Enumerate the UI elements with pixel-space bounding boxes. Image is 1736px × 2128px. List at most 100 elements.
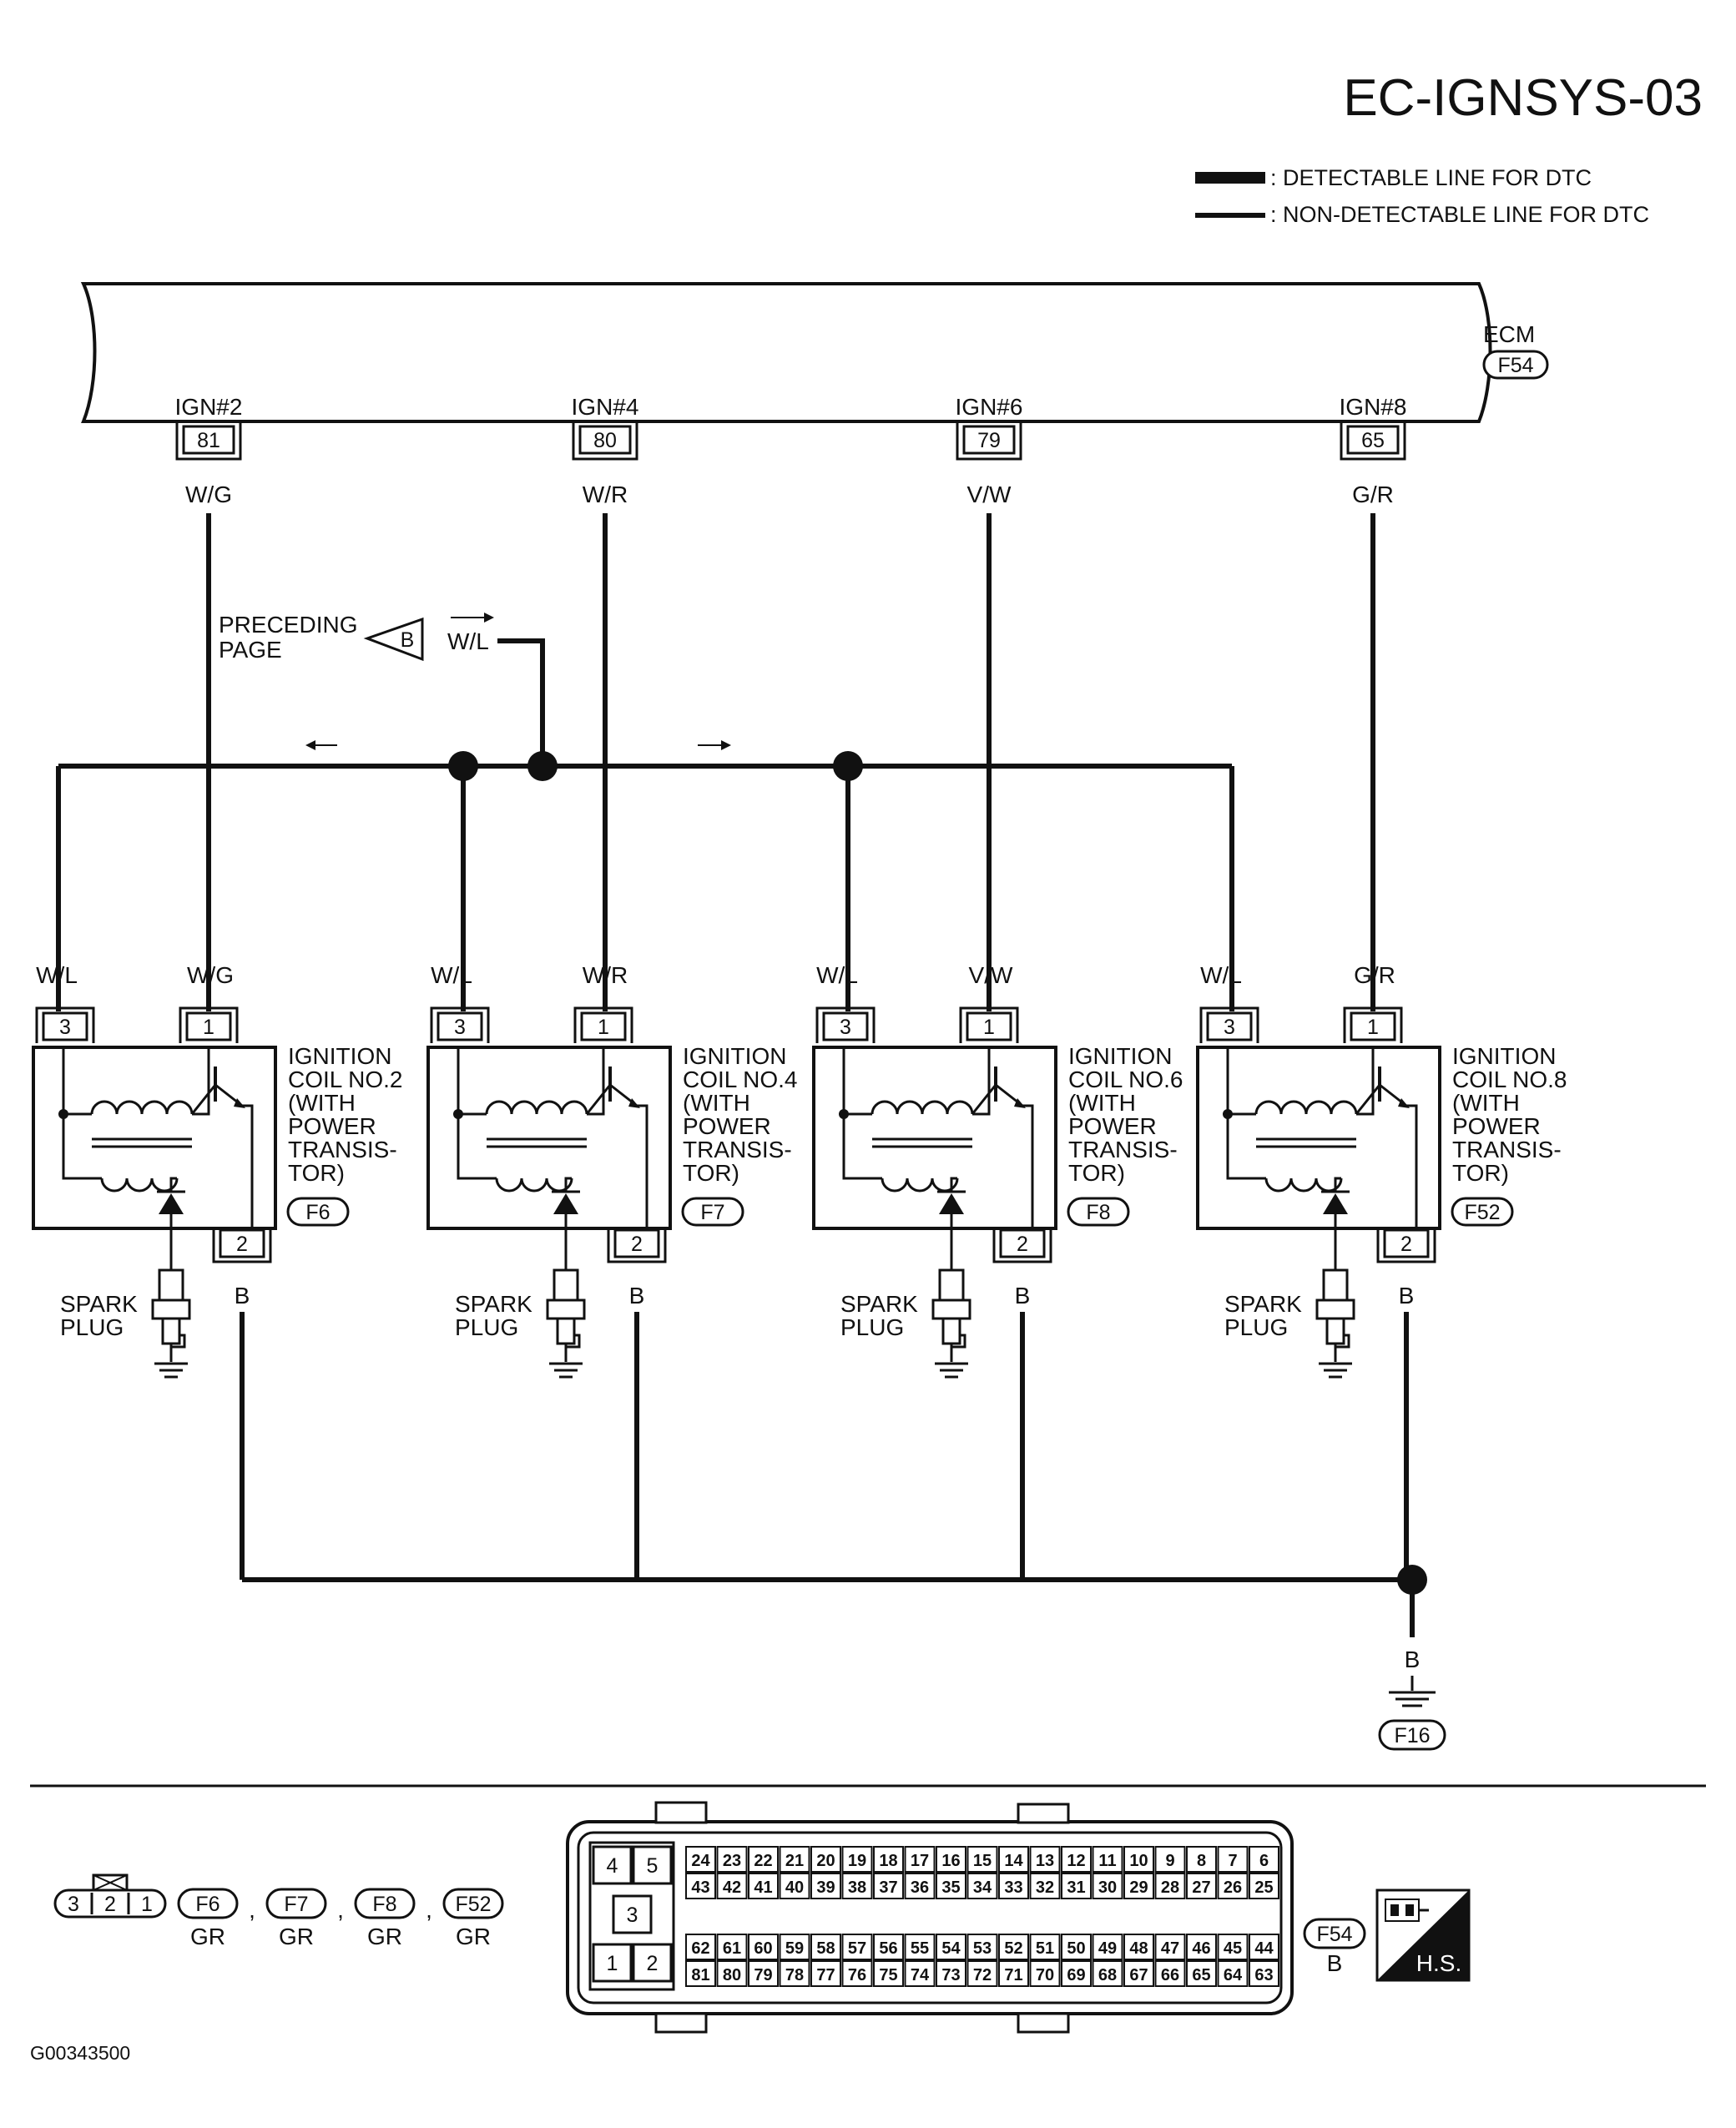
coil-pin-number: 2 — [236, 1233, 248, 1256]
coil-internal-wire — [1356, 1047, 1375, 1116]
terminal-bracket — [572, 421, 638, 461]
legend-detectable-swatch — [1195, 172, 1265, 184]
connector-separator: , — [426, 1897, 432, 1923]
ecm-pin-number: 32 — [1036, 1878, 1054, 1897]
ecm-pin-number: 11 — [1098, 1852, 1116, 1870]
spark-plug-icon — [151, 1268, 191, 1379]
connector-id: F6 — [195, 1893, 220, 1916]
ecm-pin-cell — [1061, 1873, 1092, 1899]
ecm-pin-cell — [1123, 1846, 1154, 1873]
spark-plug-label: SPARK — [840, 1291, 918, 1317]
preceding-ref-letter: B — [401, 628, 415, 652]
coil-wire-label: W/G — [187, 962, 234, 988]
coil-ground-wire-label: B — [1015, 1283, 1031, 1309]
coil-label-line: COIL NO.2 — [288, 1067, 402, 1092]
ecm-connector-color: B — [1327, 1950, 1343, 1976]
coil-pin-bracket — [1199, 1006, 1259, 1043]
ecm-power-pin-number: 3 — [627, 1904, 638, 1927]
ecm-pin-cell — [810, 1846, 841, 1873]
ecm-pin-number: 13 — [1036, 1852, 1054, 1870]
ecm-pin-number: 10 — [1129, 1852, 1148, 1870]
ecm-pin-number: 66 — [1161, 1966, 1179, 1984]
ecm-power-pin-number: 4 — [607, 1854, 618, 1878]
coil-pin-box — [822, 1011, 869, 1041]
coil-label-line: POWER — [683, 1113, 771, 1139]
spark-plug-icon — [546, 1268, 586, 1379]
connector-separator: , — [337, 1897, 344, 1923]
transistor-base — [585, 1084, 612, 1115]
ecm-pin-number: 19 — [848, 1852, 866, 1870]
ecm-pin-number: 35 — [941, 1878, 960, 1897]
terminal-bracket — [1340, 421, 1406, 461]
preceding-wire — [497, 638, 545, 766]
terminal-wire-label: G/R — [1352, 482, 1394, 507]
coil-connector-label: F8 — [1086, 1201, 1110, 1224]
coil-pin-box — [1206, 1011, 1253, 1041]
ecm-pin-number: 70 — [1036, 1966, 1054, 1984]
ecm-pin-cell — [1092, 1960, 1123, 1987]
coil-ground-wire-label: B — [1399, 1283, 1415, 1309]
terminal-wire-label: W/R — [583, 482, 628, 507]
coil-pin-bracket — [430, 1006, 490, 1043]
connector-id: F8 — [372, 1893, 396, 1916]
ecm-pin-cell — [841, 1934, 873, 1960]
coil-pin-box — [219, 1228, 265, 1258]
ecm-pin-cell — [1123, 1873, 1154, 1899]
ecm-pin-cell — [936, 1934, 966, 1960]
coil-wire-label: W/L — [36, 962, 78, 988]
coil-internal-wire — [242, 1104, 254, 1228]
spark-plug-label: SPARK — [60, 1291, 138, 1317]
coil-connector-label: F6 — [305, 1201, 330, 1224]
ecm-pin-cell — [998, 1960, 1029, 1987]
preceding-page-ref: PRECEDING PAGE B W/L — [219, 612, 545, 766]
coil-pin-bracket — [607, 1228, 667, 1263]
ecm-pin-cell — [936, 1960, 966, 1987]
preceding-text-line2: PAGE — [219, 637, 282, 663]
coil-pin-number: 3 — [454, 1016, 466, 1039]
connector-pin-number: 2 — [104, 1893, 116, 1916]
preceding-text-line1: PRECEDING — [219, 612, 357, 638]
ecm-pin-cell — [1249, 1846, 1279, 1873]
connector-pin-number: 3 — [68, 1893, 79, 1916]
ecm-pin-cell — [716, 1934, 748, 1960]
ecm-pin-cell — [904, 1960, 936, 1987]
coil-internal-wire — [62, 1047, 102, 1180]
coil-wire-label: V/W — [969, 962, 1013, 988]
legend: : DETECTABLE LINE FOR DTC : NON-DETECTAB… — [1195, 165, 1649, 227]
ecm-pin-number: 55 — [911, 1939, 929, 1958]
ecm-pin-number: 34 — [973, 1878, 992, 1897]
ecm-pin-cell — [1029, 1934, 1061, 1960]
ecm-pin-cell — [1249, 1960, 1279, 1987]
ecm-pin-cell — [1092, 1873, 1123, 1899]
ecm-power-pin-number: 1 — [607, 1952, 618, 1975]
ecm-pin-number: 12 — [1067, 1852, 1085, 1870]
coil-pin-bracket — [815, 1006, 876, 1043]
connector-color: GR — [190, 1924, 225, 1949]
coil-wire-label: W/L — [1200, 962, 1242, 988]
coil-label-line: (WITH — [1452, 1090, 1520, 1116]
ecm-pin-cell — [1186, 1846, 1217, 1873]
terminal-name: IGN#2 — [175, 394, 243, 420]
primary-winding-icon — [90, 1100, 194, 1115]
ecm-pin-cell — [1217, 1934, 1249, 1960]
ecm-pin-cell — [779, 1960, 810, 1987]
coil-pin-bracket — [179, 1006, 239, 1043]
ecm-pin-number: 31 — [1067, 1878, 1085, 1897]
preceding-direction-arrowhead — [484, 613, 494, 623]
ecm-pin-cell — [1154, 1960, 1186, 1987]
ecm-pin-cell — [1061, 1960, 1092, 1987]
ecm-pin-cell — [873, 1934, 904, 1960]
coil-connector-badge — [286, 1197, 350, 1227]
primary-winding-icon — [871, 1100, 974, 1115]
coil-pin-box — [1350, 1011, 1396, 1041]
junction-dot — [833, 751, 863, 781]
coil-label-line: TOR) — [1068, 1160, 1125, 1186]
ecm-pin-cell — [873, 1873, 904, 1899]
ground-connector-label: F16 — [1394, 1724, 1430, 1747]
spark-plug-icon — [931, 1268, 971, 1379]
junction-dot — [527, 751, 558, 781]
